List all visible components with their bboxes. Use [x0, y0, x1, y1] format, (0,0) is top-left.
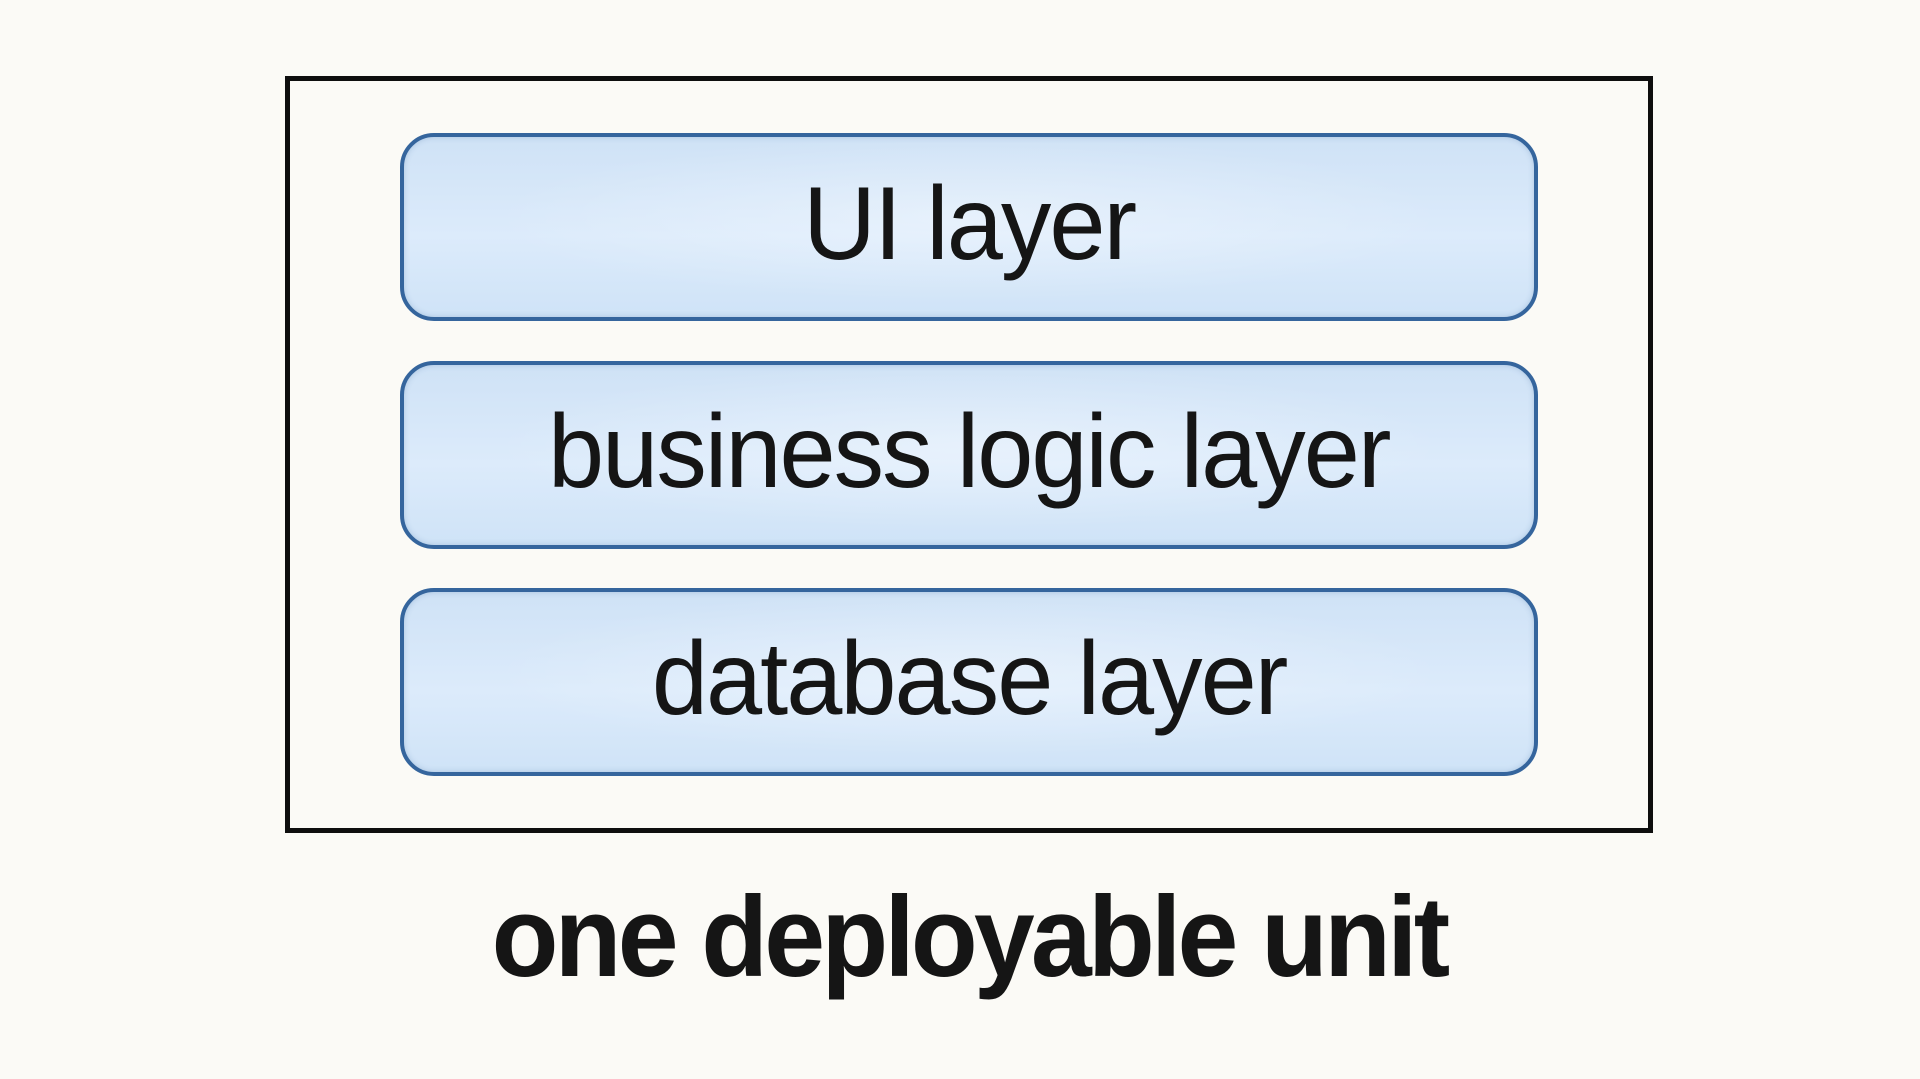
layer-box-database: database layer — [400, 588, 1538, 776]
deployable-unit-boundary: UI layer business logic layer database l… — [285, 76, 1653, 833]
layer-label-business-logic: business logic layer — [548, 393, 1391, 510]
layer-box-business-logic: business logic layer — [400, 360, 1538, 549]
layer-label-ui: UI layer — [802, 166, 1137, 282]
diagram-caption: one deployable unit — [491, 874, 1450, 1001]
layer-label-database: database layer — [651, 621, 1289, 737]
layer-box-ui: UI layer — [400, 133, 1538, 321]
